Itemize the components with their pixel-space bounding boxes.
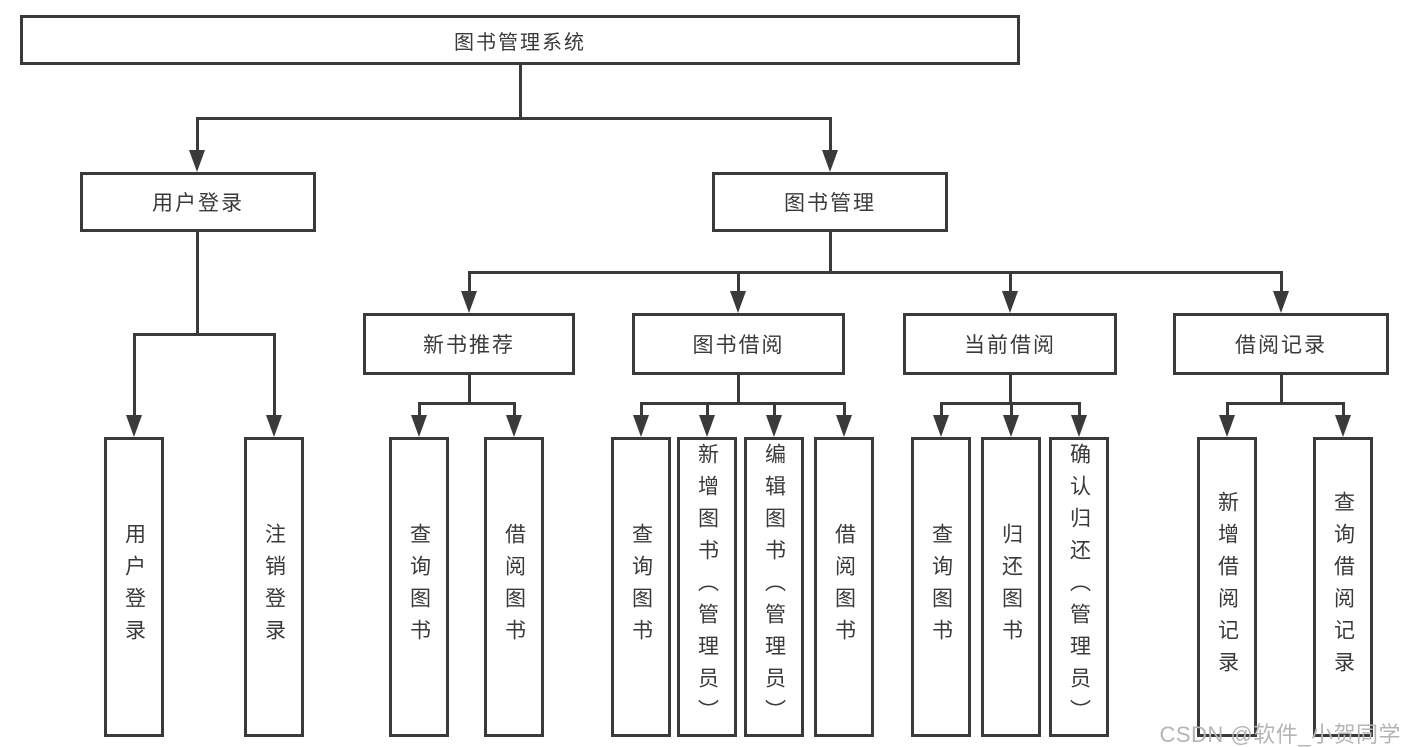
node-label: 归还图书 bbox=[999, 523, 1023, 651]
arrow-down-icon bbox=[126, 415, 142, 437]
node-label: 新书推荐 bbox=[423, 334, 515, 357]
connector-line bbox=[1010, 402, 1013, 419]
arrow-down-icon bbox=[699, 415, 715, 437]
arrow-down-icon bbox=[506, 415, 522, 437]
arrow-down-icon bbox=[266, 415, 282, 437]
leaf-query-borrow-record: 查询借阅记录 bbox=[1313, 437, 1373, 737]
node-label: 查询借阅记录 bbox=[1331, 491, 1355, 683]
connector-line bbox=[196, 117, 199, 155]
arrow-down-icon bbox=[1071, 415, 1087, 437]
node-book-borrowing: 图书借阅 bbox=[632, 313, 845, 375]
arrow-down-icon bbox=[1002, 291, 1018, 313]
leaf-query-books-borrowing: 查询图书 bbox=[611, 437, 671, 737]
connector-line bbox=[1226, 402, 1344, 405]
arrow-down-icon bbox=[730, 291, 746, 313]
node-label: 用户登录 bbox=[152, 192, 244, 215]
leaf-query-books-recommend: 查询图书 bbox=[389, 437, 449, 737]
connector-line bbox=[1280, 375, 1283, 404]
leaf-return-books: 归还图书 bbox=[981, 437, 1041, 737]
node-new-book-recommendation: 新书推荐 bbox=[363, 313, 575, 375]
connector-line bbox=[829, 117, 832, 155]
connector-line bbox=[773, 402, 776, 419]
node-current-borrowing: 当前借阅 bbox=[903, 313, 1117, 375]
arrow-down-icon bbox=[633, 415, 649, 437]
connector-line bbox=[1342, 402, 1345, 419]
connector-line bbox=[1226, 402, 1229, 419]
leaf-edit-books-admin: 编辑图书（管理员） bbox=[744, 437, 804, 737]
node-label: 确认归还（管理员） bbox=[1067, 443, 1091, 731]
arrow-down-icon bbox=[1273, 291, 1289, 313]
leaf-borrow-books: 借阅图书 bbox=[814, 437, 874, 737]
connector-line bbox=[1280, 271, 1283, 297]
arrow-down-icon bbox=[411, 415, 427, 437]
node-label: 图书借阅 bbox=[692, 334, 785, 357]
arrow-down-icon bbox=[189, 150, 205, 172]
connector-line bbox=[829, 232, 832, 273]
arrow-down-icon bbox=[1219, 415, 1235, 437]
connector-line bbox=[1078, 402, 1081, 419]
node-label: 编辑图书（管理员） bbox=[762, 443, 786, 731]
node-borrowing-records: 借阅记录 bbox=[1173, 313, 1389, 375]
node-label: 新增借阅记录 bbox=[1215, 491, 1239, 683]
leaf-user-login: 用户登录 bbox=[104, 437, 164, 737]
connector-line bbox=[133, 333, 276, 336]
connector-line bbox=[640, 402, 643, 419]
node-label: 注销登录 bbox=[262, 523, 286, 651]
node-label: 借阅记录 bbox=[1235, 334, 1327, 357]
connector-line bbox=[468, 271, 1283, 274]
node-label: 借阅图书 bbox=[832, 523, 856, 651]
connector-line bbox=[1009, 271, 1012, 297]
leaf-confirm-return-admin: 确认归还（管理员） bbox=[1049, 437, 1109, 737]
connector-line bbox=[196, 117, 832, 120]
leaf-add-books-admin: 新增图书（管理员） bbox=[677, 437, 737, 737]
leaf-borrow-books-recommend: 借阅图书 bbox=[484, 437, 544, 737]
node-label: 查询图书 bbox=[629, 523, 653, 651]
node-label: 查询图书 bbox=[929, 523, 953, 651]
node-label: 当前借阅 bbox=[964, 334, 1056, 357]
connector-line bbox=[843, 402, 846, 419]
connector-line bbox=[737, 375, 740, 404]
node-label: 图书管理系统 bbox=[454, 31, 586, 54]
leaf-query-books-current: 查询图书 bbox=[911, 437, 971, 737]
connector-line bbox=[133, 333, 136, 419]
leaf-add-borrow-record: 新增借阅记录 bbox=[1197, 437, 1257, 737]
node-root-system: 图书管理系统 bbox=[20, 15, 1020, 65]
arrow-down-icon bbox=[836, 415, 852, 437]
connector-line bbox=[468, 375, 471, 404]
node-book-management-branch: 图书管理 bbox=[712, 172, 948, 232]
connector-line bbox=[1009, 375, 1012, 404]
node-label: 新增图书（管理员） bbox=[695, 443, 719, 731]
connector-line bbox=[273, 333, 276, 419]
connector-line bbox=[468, 271, 471, 297]
arrow-down-icon bbox=[1003, 415, 1019, 437]
connector-line bbox=[940, 402, 943, 419]
node-label: 查询图书 bbox=[407, 523, 431, 651]
connector-line bbox=[519, 65, 522, 119]
connector-line bbox=[418, 402, 421, 419]
node-label: 用户登录 bbox=[122, 523, 146, 651]
connector-line bbox=[418, 402, 516, 405]
connector-line bbox=[196, 232, 199, 335]
arrow-down-icon bbox=[1335, 415, 1351, 437]
arrow-down-icon bbox=[461, 291, 477, 313]
connector-line bbox=[737, 271, 740, 297]
arrow-down-icon bbox=[933, 415, 949, 437]
connector-line bbox=[640, 402, 845, 405]
connector-line bbox=[706, 402, 709, 419]
connector-line bbox=[513, 402, 516, 419]
node-label: 借阅图书 bbox=[502, 523, 526, 651]
arrow-down-icon bbox=[822, 150, 838, 172]
node-label: 图书管理 bbox=[784, 192, 876, 215]
arrow-down-icon bbox=[766, 415, 782, 437]
csdn-watermark: CSDN @软件_小贺同学 bbox=[1159, 722, 1401, 747]
leaf-logout: 注销登录 bbox=[244, 437, 304, 737]
node-user-login-branch: 用户登录 bbox=[80, 172, 316, 232]
